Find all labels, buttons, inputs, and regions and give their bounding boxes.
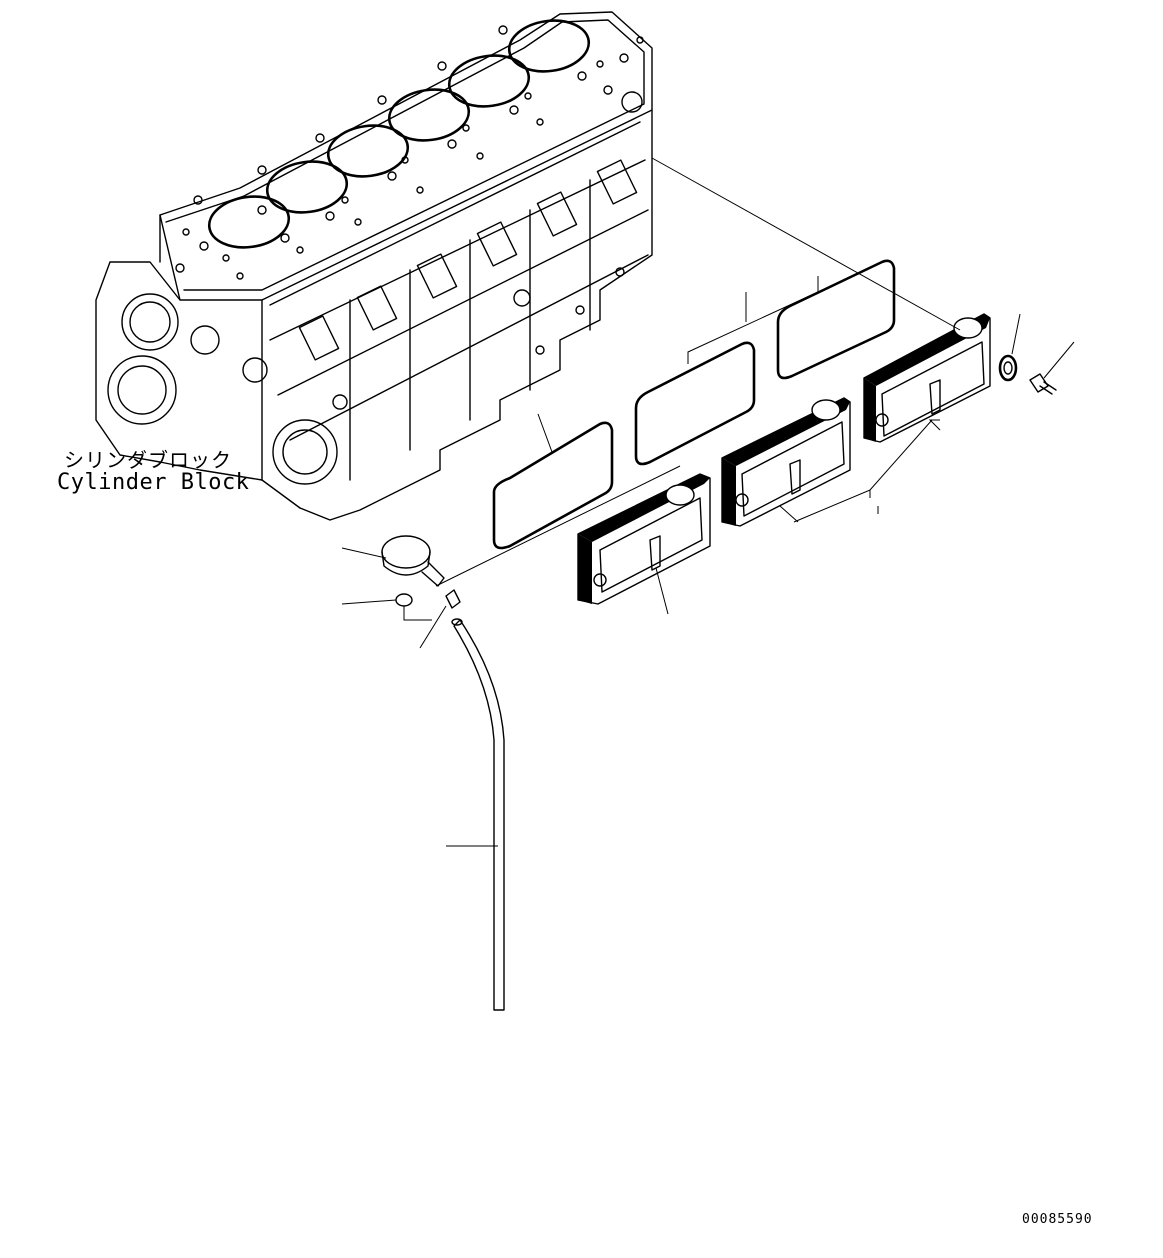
head-cover-gaskets xyxy=(492,259,896,550)
cylinder-block xyxy=(95,11,653,521)
bolt xyxy=(1029,373,1057,395)
leader-lines xyxy=(341,157,1075,847)
drawing-number: 00085590 xyxy=(1022,1212,1093,1227)
cylinder-block-label-jp: シリンダブロック xyxy=(64,448,232,472)
seal-washer xyxy=(998,354,1018,382)
head-covers xyxy=(577,313,991,605)
oil-filler-cap xyxy=(381,535,445,587)
filler-tube xyxy=(451,618,505,1011)
o-ring xyxy=(395,593,413,607)
connector xyxy=(445,589,461,609)
cylinder-block-label-en: Cylinder Block xyxy=(57,470,250,495)
